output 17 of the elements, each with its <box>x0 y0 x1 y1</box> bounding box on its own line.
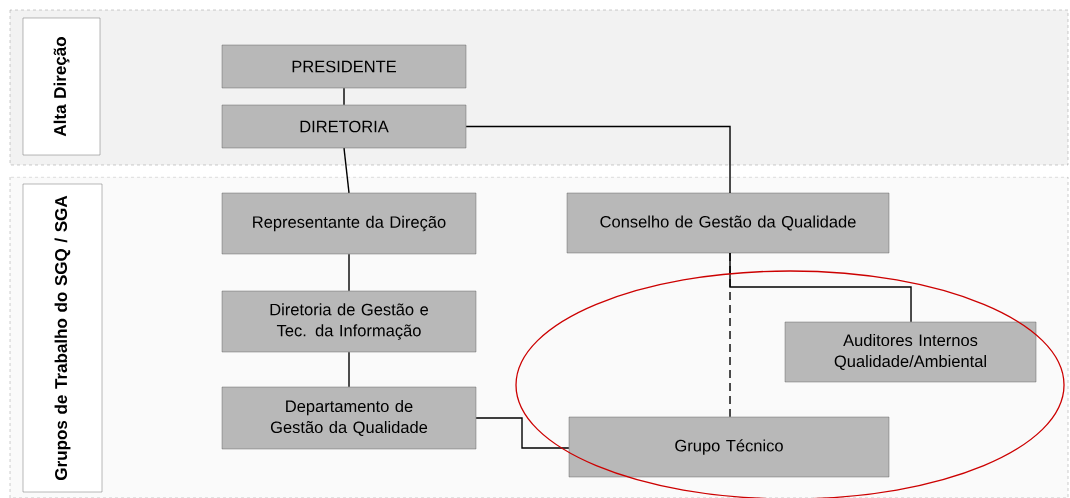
connector-line <box>348 253 350 292</box>
org-box: Conselho de Gestão da Qualidade <box>566 192 890 254</box>
connector-line <box>475 417 570 449</box>
org-box: PRESIDENTE <box>221 44 467 89</box>
org-box: Auditores Internos Qualidade/Ambiental <box>784 321 1037 383</box>
connector-line <box>729 252 731 418</box>
connector-line <box>348 351 350 388</box>
org-box: Representante da Direção <box>221 192 477 255</box>
org-box: Diretoria de Gestão e Tec. da Informação <box>221 290 477 353</box>
org-box: Departamento de Gestão da Qualidade <box>221 386 477 450</box>
org-box: DIRETORIA <box>221 104 467 149</box>
connector-line <box>465 125 731 194</box>
connector-line <box>343 147 350 194</box>
org-box: Grupo Técnico <box>568 416 890 478</box>
group-label: Grupos de Trabalho do SGQ / SGA <box>22 183 103 493</box>
group-label: Alta Direção <box>22 17 101 156</box>
connector-line <box>343 87 345 106</box>
